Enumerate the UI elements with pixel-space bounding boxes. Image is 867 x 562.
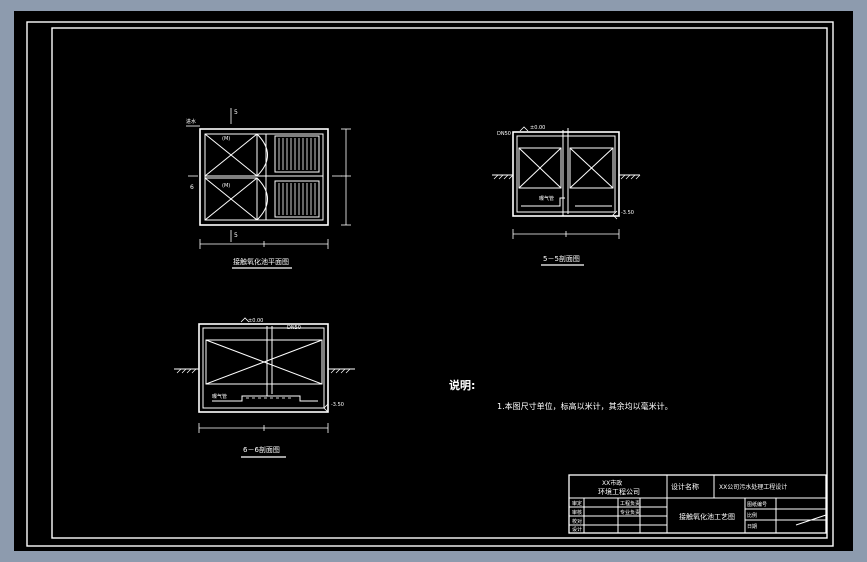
section-5-title: 5－5剖面图 — [543, 254, 580, 263]
plan-view-dimensions — [186, 108, 351, 249]
title-block-left-col-1: 工程负责 — [620, 500, 640, 507]
section-5-level-top: ±0.00 — [530, 125, 545, 131]
section-6-title: 6－6剖面图 — [243, 445, 280, 454]
title-block-right-col-1: 图纸编号 — [747, 501, 767, 508]
section-5-drawing — [492, 128, 640, 217]
plan-cut-mark-top: 5 — [234, 109, 238, 116]
notes-item-1: 1.本图尺寸单位，标高以米计，其余均以毫米计。 — [497, 401, 673, 411]
title-block-row-3: 校对 — [572, 518, 582, 525]
title-block-right-col-3: 日期 — [747, 524, 757, 530]
plan-view-title: 接触氧化池平面图 — [233, 257, 289, 266]
plan-pipe-tag: 进水 — [186, 118, 196, 125]
title-block-design-label: 设计名称 — [671, 482, 699, 491]
plan-view-media-hatch — [278, 138, 316, 215]
inner-border — [51, 27, 828, 539]
plan-cut-mark-side: 6 — [190, 184, 194, 191]
title-block-drawing-name: 接触氧化池工艺图 — [679, 512, 735, 521]
plan-room-label-1: (M) — [222, 136, 230, 142]
plan-cut-mark-bottom: 5 — [234, 232, 238, 239]
section-6-level-top: ±0.00 — [248, 318, 263, 324]
title-block-right-col-2: 比例 — [747, 512, 757, 519]
title-block-row-4: 设计 — [572, 526, 582, 533]
section-6-pipe-tag: DN50 — [287, 325, 301, 331]
title-block-left-col-2: 专业负责 — [620, 509, 640, 516]
plan-room-label-2: (M) — [222, 183, 230, 189]
title-block-company: XX市政 — [602, 479, 622, 487]
section-5-pipe-tag: DN50 — [497, 131, 511, 137]
section-5-level-bottom: -3.50 — [621, 210, 634, 216]
section-5-ground-hatch — [493, 174, 641, 180]
outer-border — [26, 21, 834, 547]
section-6-ground-hatch — [176, 368, 351, 374]
cad-canvas — [14, 11, 853, 551]
title-block — [568, 474, 827, 534]
section-5-dimensions — [512, 126, 620, 239]
title-block-subtitle: 环境工程公司 — [598, 487, 640, 496]
section-6-dimensions — [198, 317, 329, 433]
title-block-project-name: XX公司污水处理工程设计 — [719, 483, 787, 491]
section-6-equip-tag: 曝气管 — [212, 393, 227, 400]
notes-heading: 说明: — [449, 378, 475, 392]
section-6-drawing — [174, 323, 355, 413]
section-6-level-bottom: -3.50 — [331, 402, 344, 408]
title-block-row-2: 审核 — [572, 509, 582, 516]
plan-view-drawing — [199, 128, 329, 226]
title-block-row-1: 审定 — [572, 500, 582, 507]
section-5-equip-tag: 曝气管 — [539, 195, 554, 202]
